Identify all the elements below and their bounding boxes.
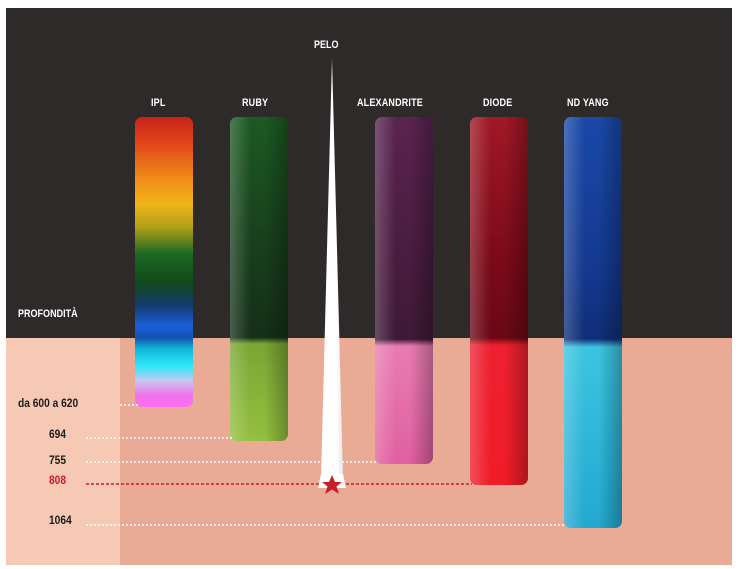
wavelength-label-694: 694 [49,427,67,441]
ipl-bar [135,117,193,407]
laser-diagram: IPL RUBY ALEXANDRITE DIODE ND YANG PELO … [6,8,732,565]
depth-label: PROFONDITÀ [18,308,78,320]
laser-label-diode: DIODE [483,97,513,109]
alexandrite-bar [375,117,433,464]
wavelength-label-808: 808 [49,473,67,487]
hair-spike [321,58,343,478]
hair-label: PELO [314,39,339,51]
wavelength-label-755: 755 [49,453,67,467]
laser-label-ipl: IPL [151,97,166,109]
wavelength-label-1064: 1064 [49,513,72,527]
diode-bar [470,117,528,485]
laser-label-ruby: RUBY [242,97,269,109]
ruby-bar [230,117,288,441]
skin-scale-column [6,338,120,565]
nd-yang-bar [564,117,622,528]
star-icon [322,475,342,494]
laser-label-nd-yang: ND YANG [567,97,609,109]
wavelength-label-600-620: da 600 a 620 [18,396,79,410]
laser-label-alexandrite: ALEXANDRITE [357,97,423,109]
